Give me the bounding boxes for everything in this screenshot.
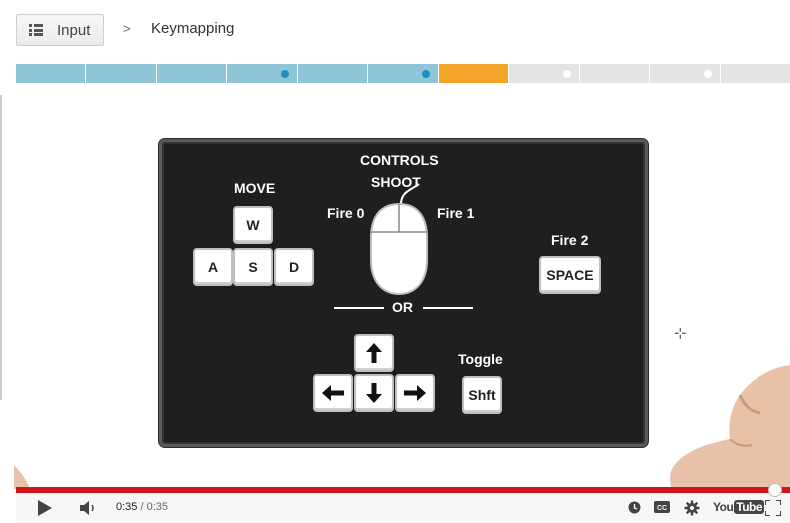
logo-tube: Tube bbox=[734, 500, 765, 514]
lesson-nav-button[interactable]: Input bbox=[16, 14, 104, 46]
progress-segment-done[interactable] bbox=[156, 64, 227, 83]
duration: 0:35 bbox=[146, 501, 169, 513]
progress-segment-current[interactable] bbox=[438, 64, 509, 83]
key-s: S bbox=[233, 248, 273, 286]
presenter-hand bbox=[670, 365, 790, 490]
mouse-cursor-icon: ⊹ bbox=[674, 325, 687, 342]
clock-icon bbox=[628, 501, 640, 513]
progress-dot-icon bbox=[421, 70, 430, 78]
key-down bbox=[354, 374, 394, 412]
progress-segment-todo[interactable] bbox=[650, 64, 720, 83]
arrow-left-icon bbox=[322, 385, 344, 401]
key-a: A bbox=[193, 248, 233, 286]
or-label: OR bbox=[392, 299, 413, 315]
gear-icon bbox=[684, 500, 700, 516]
video-left-edge bbox=[0, 95, 2, 400]
arrow-right-icon bbox=[404, 385, 426, 401]
key-shift: Shft bbox=[462, 376, 502, 414]
fire2-label: Fire 2 bbox=[551, 232, 589, 248]
breadcrumb-separator: > bbox=[123, 21, 131, 36]
key-space: SPACE bbox=[539, 256, 601, 294]
progress-segment-done[interactable] bbox=[368, 64, 438, 83]
lesson-progress-bar bbox=[16, 64, 790, 83]
progress-segment-done[interactable] bbox=[227, 64, 297, 83]
presenter-hand-left bbox=[14, 465, 30, 489]
progress-dot-icon bbox=[703, 70, 712, 78]
or-rule-left bbox=[334, 307, 384, 309]
volume-icon bbox=[80, 501, 94, 515]
captions-button[interactable]: CC bbox=[653, 499, 671, 515]
fullscreen-button[interactable] bbox=[764, 499, 782, 517]
current-time: 0:35 bbox=[116, 501, 138, 513]
progress-segment-todo[interactable] bbox=[509, 64, 579, 83]
progress-segment-todo[interactable] bbox=[579, 64, 650, 83]
key-left bbox=[313, 374, 353, 412]
fullscreen-icon bbox=[765, 500, 781, 516]
watch-later-button[interactable] bbox=[626, 499, 642, 515]
progress-segment-todo[interactable] bbox=[720, 64, 790, 83]
list-icon bbox=[29, 24, 43, 36]
progress-dot-icon bbox=[562, 70, 571, 78]
board-title: CONTROLS bbox=[360, 152, 439, 168]
seek-scrubber[interactable] bbox=[768, 483, 782, 497]
progress-segment-done[interactable] bbox=[16, 64, 86, 83]
lesson-nav-label: Input bbox=[57, 21, 91, 39]
key-d: D bbox=[274, 248, 314, 286]
svg-text:CC: CC bbox=[657, 505, 667, 512]
settings-button[interactable] bbox=[683, 499, 701, 517]
progress-segment-done[interactable] bbox=[297, 64, 368, 83]
page-title: Keymapping bbox=[151, 20, 235, 37]
mouse-icon bbox=[370, 183, 428, 296]
arrow-up-icon bbox=[366, 343, 382, 363]
seek-bar[interactable] bbox=[16, 487, 790, 493]
captions-icon: CC bbox=[654, 501, 670, 513]
toggle-label: Toggle bbox=[458, 351, 503, 367]
progress-dot-icon bbox=[280, 70, 289, 78]
time-display: 0:35 / 0:35 bbox=[116, 501, 168, 513]
shoot-label: SHOOT bbox=[371, 174, 421, 190]
controls-board: CONTROLS MOVE SHOOT Fire 0 Fire 1 Fire 2… bbox=[159, 139, 648, 447]
time-separator: / bbox=[137, 501, 147, 513]
play-icon bbox=[38, 500, 52, 516]
fire0-label: Fire 0 bbox=[327, 205, 365, 221]
fire1-label: Fire 1 bbox=[437, 205, 475, 221]
volume-button[interactable] bbox=[78, 499, 98, 517]
key-right bbox=[395, 374, 435, 412]
logo-you: You bbox=[713, 500, 734, 514]
move-label: MOVE bbox=[234, 180, 276, 196]
or-rule-right bbox=[423, 307, 473, 309]
arrow-down-icon bbox=[366, 383, 382, 403]
key-w: W bbox=[233, 206, 273, 244]
play-button[interactable] bbox=[36, 499, 54, 517]
progress-segment-done[interactable] bbox=[86, 64, 156, 83]
key-up bbox=[354, 334, 394, 372]
video-frame[interactable]: CONTROLS MOVE SHOOT Fire 0 Fire 1 Fire 2… bbox=[0, 95, 790, 523]
